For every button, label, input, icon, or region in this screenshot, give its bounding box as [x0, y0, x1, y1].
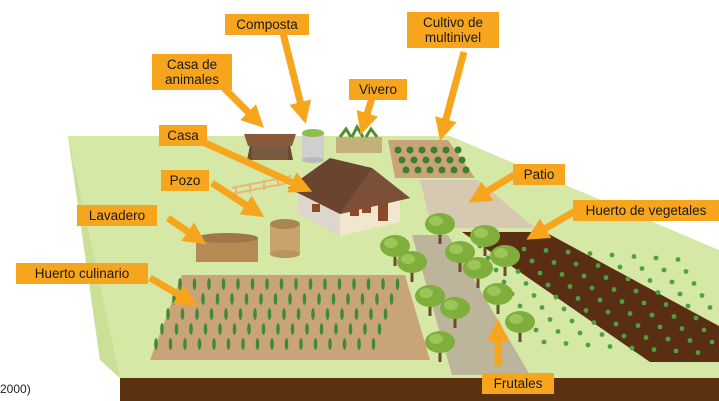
arrow-composta: [279, 32, 312, 124]
nursery: [336, 123, 382, 153]
label-patio: Patio: [513, 164, 565, 185]
label-cultivo-multinivel: Cultivo de multinivel: [407, 12, 499, 48]
house: [288, 158, 410, 236]
laundry: [196, 233, 258, 262]
ground-slab-side: [120, 378, 719, 401]
label-pozo: Pozo: [161, 170, 209, 191]
label-frutales: Frutales: [482, 373, 554, 394]
label-huerto-culinario: Huerto culinario: [16, 263, 148, 284]
arrow-vivero: [356, 96, 378, 135]
label-casa-animales: Casa de animales: [152, 54, 232, 90]
pointer-arrows: [148, 32, 579, 366]
label-composta: Composta: [225, 14, 309, 35]
animal-house: [244, 134, 296, 160]
multinivel-plants: [394, 146, 470, 174]
arrow-lavadero: [166, 215, 207, 245]
arrow-cultivo: [435, 51, 468, 141]
vegetable-rows: [477, 243, 715, 355]
label-huerto-vegetales: Huerto de vegetales: [573, 200, 719, 221]
culinary-garden-bed: [150, 275, 430, 360]
arrow-patio: [468, 172, 516, 203]
arrow-huerto-vegetales: [526, 206, 579, 240]
compost-bin: [302, 129, 324, 163]
well: [270, 219, 300, 258]
arrow-pozo: [210, 180, 265, 218]
source-citation-fragment: 2000): [0, 382, 31, 396]
arrow-casa-animales: [219, 83, 264, 128]
lawn-edge: [68, 136, 120, 378]
vegetable-garden-bed: [462, 232, 719, 362]
label-lavadero: Lavadero: [77, 205, 157, 226]
label-vivero: Vivero: [349, 79, 407, 100]
arrow-huerto-culinario: [148, 274, 198, 306]
label-casa: Casa: [159, 125, 207, 146]
arrow-casa: [190, 133, 313, 193]
fruit-trees: [380, 213, 535, 362]
